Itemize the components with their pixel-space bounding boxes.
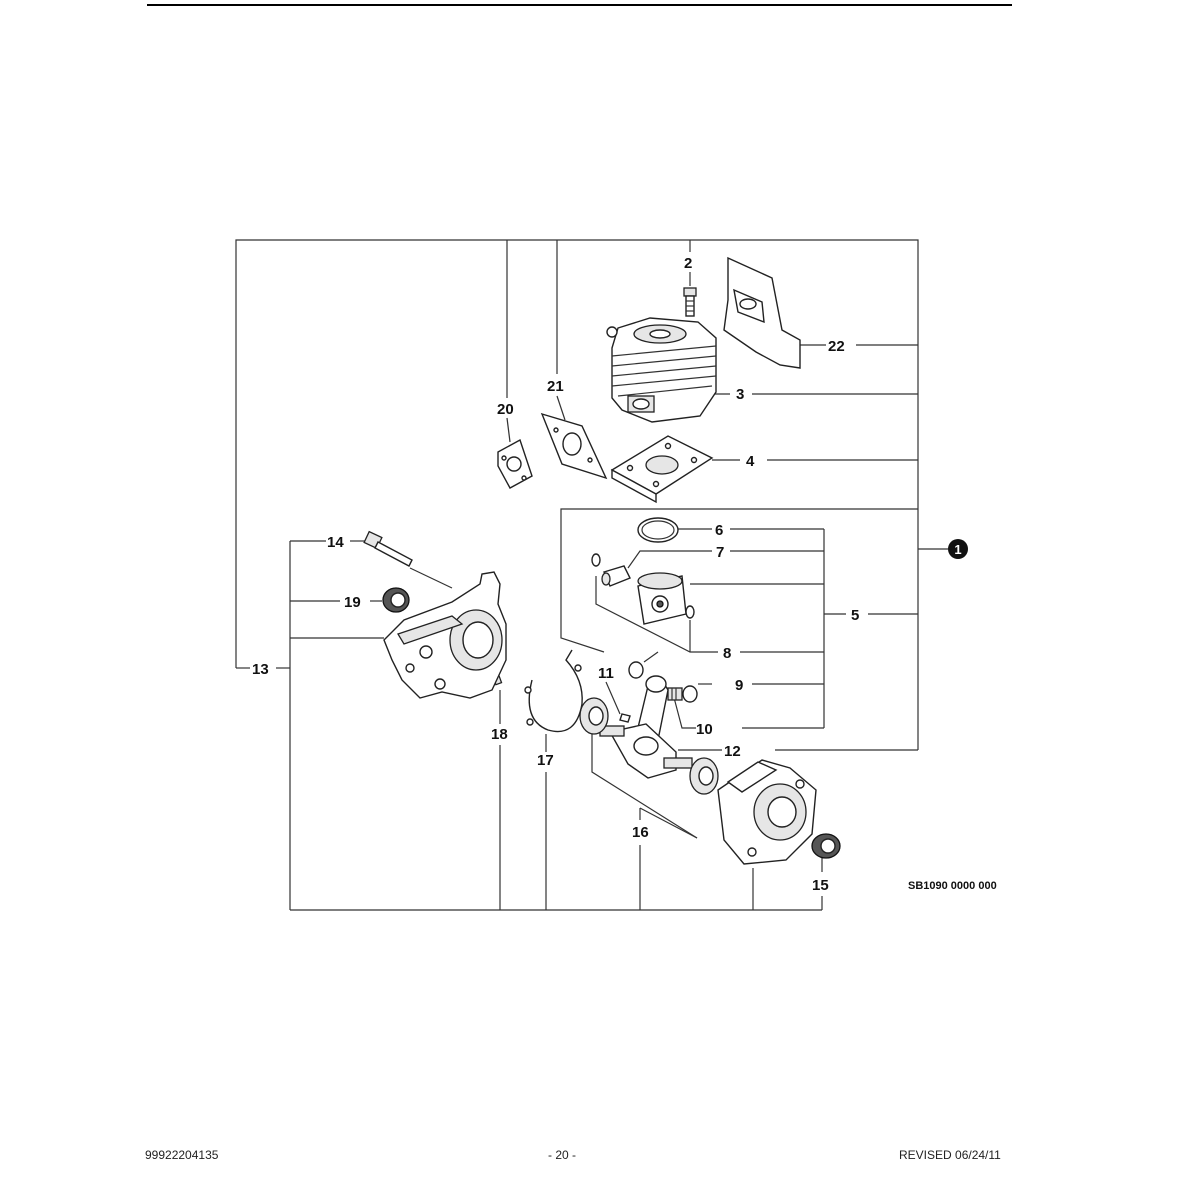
footer-revision: REVISED 06/24/11 — [899, 1148, 1001, 1162]
oil-seal-part-15 — [811, 833, 841, 859]
crankcase-housing-part — [717, 759, 817, 865]
bolt-part-14 — [363, 530, 413, 567]
washer-part-9 — [628, 661, 698, 703]
oil-seal-part-19 — [382, 587, 410, 613]
assembly-marker-number: 1 — [954, 542, 961, 557]
callout-10: 10 — [696, 721, 713, 738]
callout-14: 14 — [327, 534, 344, 551]
callout-8: 8 — [723, 645, 731, 662]
base-gasket-part-4 — [610, 435, 714, 504]
callout-12: 12 — [724, 743, 741, 760]
footer-page-number: - 20 - — [548, 1148, 577, 1162]
callout-21: 21 — [547, 378, 564, 395]
gasket-part-21 — [540, 412, 608, 480]
callout-6: 6 — [715, 522, 723, 539]
callout-17: 17 — [537, 752, 554, 769]
cylinder-part-3 — [606, 317, 717, 423]
piston-ring-part-6 — [637, 517, 679, 543]
key-part-11 — [619, 713, 631, 723]
heat-shield-part-22 — [723, 256, 801, 369]
circlip-part-8 — [591, 553, 695, 619]
callout-18: 18 — [491, 726, 508, 743]
leader-lines — [235, 239, 948, 911]
callout-22: 22 — [828, 338, 845, 355]
callout-3: 3 — [736, 386, 744, 403]
crankshaft-part-12 — [599, 675, 693, 779]
callout-2: 2 — [684, 255, 692, 272]
bearing-part-16 — [579, 697, 719, 795]
top-rule — [147, 4, 1012, 6]
callout-20: 20 — [497, 401, 514, 418]
footer-part-number: 99922204135 — [145, 1148, 219, 1162]
needle-bearing-part-10 — [667, 687, 683, 701]
callout-4: 4 — [746, 453, 755, 470]
callout-13: 13 — [252, 661, 269, 678]
callout-15: 15 — [812, 877, 829, 894]
crankcase-gasket-part-17 — [524, 649, 583, 733]
assembly-marker: 1 — [948, 539, 968, 559]
piston-part — [637, 572, 687, 625]
callout-5: 5 — [851, 607, 859, 624]
crankcase-half-part-13 — [383, 571, 507, 699]
callout-9: 9 — [735, 677, 743, 694]
diagram-code: SB1090 0000 000 — [908, 880, 997, 892]
callout-labels: 2 3 4 5 6 7 8 9 10 11 12 13 14 15 16 17 … — [252, 255, 859, 894]
callout-7: 7 — [716, 544, 724, 561]
callout-16: 16 — [632, 824, 649, 841]
gasket-part-20 — [497, 438, 533, 489]
callout-19: 19 — [344, 594, 361, 611]
spark-plug-part-2 — [683, 287, 697, 317]
piston-pin-part-7 — [601, 565, 631, 587]
callout-11: 11 — [598, 665, 614, 682]
